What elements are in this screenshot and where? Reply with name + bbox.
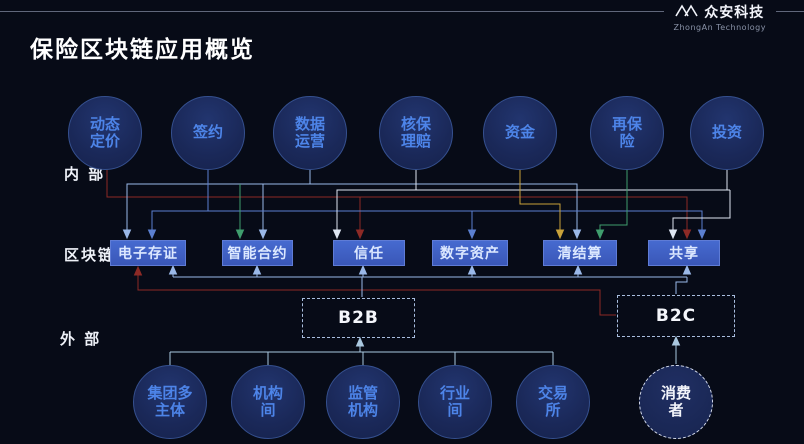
cap-sharing: 共享 [648, 240, 720, 266]
logo: 众安科技 ZhongAn Technology [663, 2, 776, 32]
node-data-operations: 数据 运营 [273, 96, 347, 170]
node-funds: 资金 [483, 96, 557, 170]
connector-lines-green [235, 170, 628, 240]
page-title: 保险区块链应用概览 [30, 37, 255, 63]
connector-lines-yellow [519, 170, 565, 240]
node-inter-institution: 机构 间 [231, 365, 305, 439]
row-label-external: 外 部 [60, 330, 102, 348]
logo-subtitle: ZhongAn Technology [673, 23, 766, 32]
connector-lines-cyan [169, 335, 681, 366]
cap-smart-contract: 智能合约 [222, 240, 293, 266]
cap-electronic-evidence: 电子存证 [110, 240, 186, 266]
node-exchange: 交易 所 [516, 365, 590, 439]
bridge-b2b: B2B [302, 298, 415, 338]
node-underwriting-claims: 核保 理赔 [379, 96, 453, 170]
top-divider [0, 11, 804, 12]
row-label-blockchain: 区块链 [64, 246, 116, 264]
cap-trust: 信任 [333, 240, 405, 266]
node-dynamic-pricing: 动态 定价 [68, 96, 142, 170]
connector-lines-blue [147, 170, 707, 240]
node-signing: 签约 [171, 96, 245, 170]
node-reinsurance: 再保 险 [590, 96, 664, 170]
row-label-internal: 内 部 [64, 165, 106, 183]
zhongan-logo-icon [675, 3, 699, 22]
cap-clearing-settlement: 清结算 [543, 240, 617, 266]
connector-lines-lightblue [122, 170, 692, 297]
bridge-b2c: B2C [617, 295, 735, 337]
node-consumer: 消费 者 [639, 365, 713, 439]
node-regulator: 监管 机构 [326, 365, 400, 439]
logo-name: 众安科技 [704, 5, 765, 21]
node-inter-industry: 行业 间 [418, 365, 492, 439]
connector-lines-white [332, 170, 731, 240]
node-group-entities: 集团多 主体 [133, 365, 207, 439]
node-investment: 投资 [690, 96, 764, 170]
cap-digital-assets: 数字资产 [432, 240, 508, 266]
